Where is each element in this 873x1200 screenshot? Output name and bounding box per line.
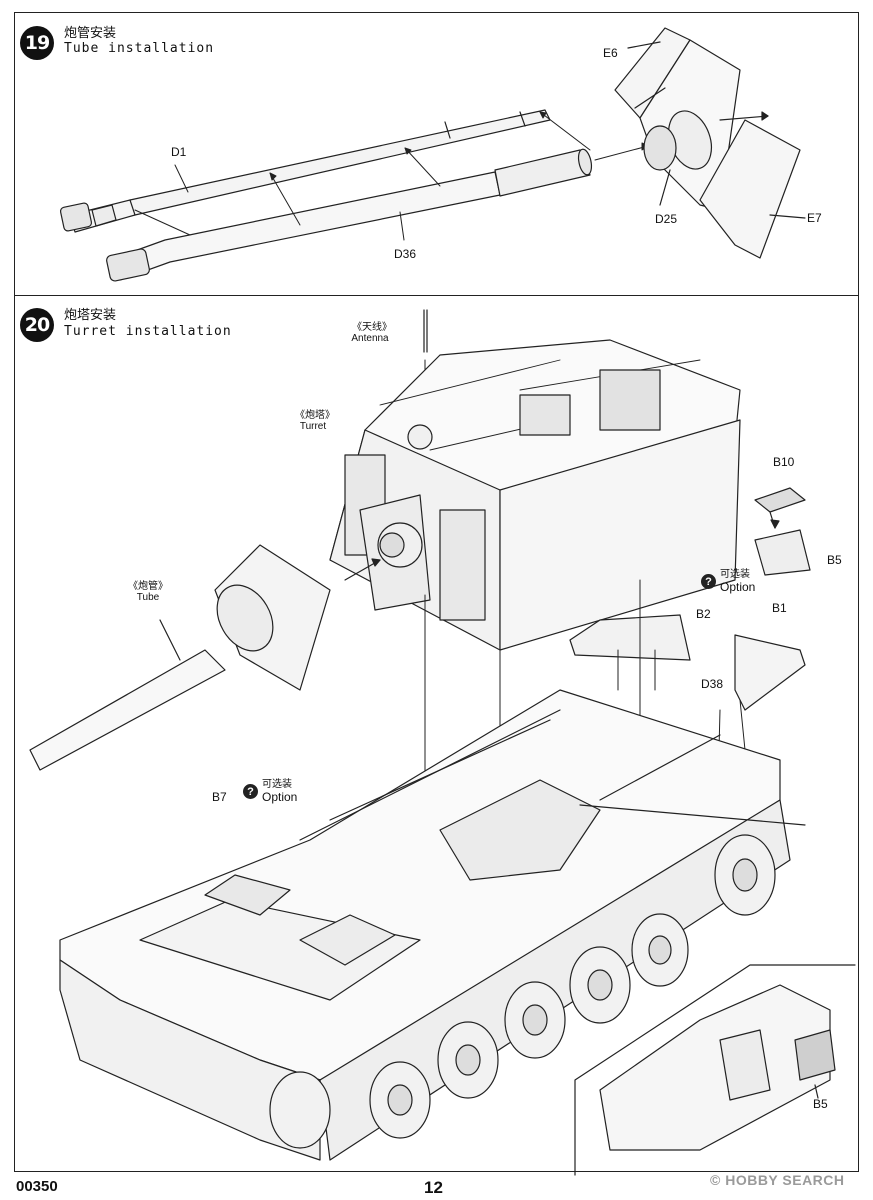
- option-label-cn: 可选装: [720, 569, 750, 580]
- part-label-b1: B1: [772, 601, 787, 615]
- road-wheels-drawing: [269, 834, 776, 1149]
- part-label-d38: D38: [701, 677, 724, 691]
- tube-label-en: Tube: [136, 592, 160, 603]
- option-label-en: Option: [720, 579, 756, 594]
- part-label-b2: B2: [696, 607, 711, 621]
- question-icon: ?: [701, 574, 716, 590]
- step-number-badge: 19: [20, 26, 54, 60]
- hull-drawing: [59, 689, 806, 1161]
- part-label-d1: D1: [171, 145, 187, 159]
- option-note: ? 可选装 Option: [701, 569, 756, 594]
- part-label-d25: D25: [655, 212, 678, 226]
- part-label-b5-inset: B5: [813, 1097, 828, 1111]
- tube-label-cn: 《炮管》: [128, 581, 168, 592]
- question-icon: ?: [243, 784, 258, 800]
- part-label-e6: E6: [603, 46, 618, 60]
- inset-detail-drawing: [574, 964, 856, 1176]
- antenna-label-en: Antenna: [351, 333, 389, 344]
- turret-drawing: [329, 339, 741, 651]
- barrel-d36-drawing: [106, 148, 593, 282]
- tube-drawing: [29, 544, 381, 771]
- part-label-b5: B5: [827, 553, 842, 567]
- step-title-english: Turret installation: [64, 324, 232, 339]
- page-number: 12: [424, 1178, 443, 1197]
- part-label-b7: B7: [212, 790, 227, 804]
- option-label-cn: 可选装: [262, 779, 292, 790]
- step-title-chinese: 炮管安装: [64, 26, 117, 41]
- step-title-chinese: 炮塔安装: [64, 308, 117, 323]
- turret-label-cn: 《炮塔》: [295, 410, 335, 421]
- step-number-badge: 20: [20, 308, 54, 342]
- option-label-en: Option: [262, 789, 298, 804]
- step19-arrows: [134, 111, 649, 241]
- option-note: ? 可选装 Option: [243, 779, 298, 804]
- step-title-english: Tube installation: [64, 41, 215, 56]
- part-label-e7: E7: [807, 211, 822, 225]
- watermark: © HOBBY SEARCH: [710, 1172, 845, 1188]
- gun-mantlet-drawing: [614, 27, 806, 259]
- small-parts-drawing: [569, 487, 811, 711]
- part-label-d36: D36: [394, 247, 417, 261]
- step-divider: [14, 295, 859, 296]
- part-label-b10: B10: [773, 455, 795, 469]
- instruction-frame: [14, 12, 859, 1172]
- antenna-label-cn: 《天线》: [352, 322, 392, 333]
- turret-label-en: Turret: [299, 421, 327, 432]
- product-code: 00350: [16, 1178, 58, 1195]
